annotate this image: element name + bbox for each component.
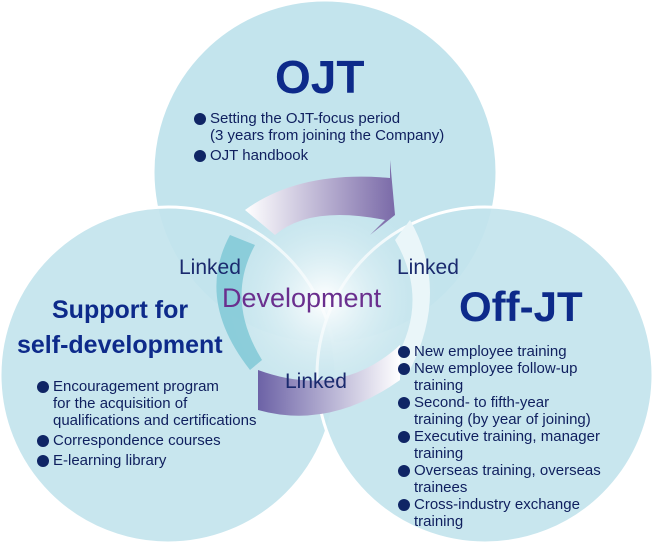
list-item: New employee follow-up (397, 360, 601, 377)
list-item: Overseas training, overseas (397, 462, 601, 479)
list-item: Executive training, manager (397, 428, 601, 445)
list-item: New employee training (397, 343, 601, 360)
list-item-continuation: for the acquisition of (53, 395, 188, 412)
ojt-title: OJT (275, 51, 365, 103)
self-development-title-line1: Support for (52, 296, 189, 324)
list-item-continuation: training (414, 513, 464, 530)
self-development-list: Encouragement program for the acquisitio… (36, 378, 256, 469)
list-item-continuation: training (by year of joining) (414, 411, 591, 428)
list-item-continuation: (3 years from joining the Company) (210, 127, 445, 144)
list-item: Encouragement program (36, 378, 256, 395)
arrow-bottom (258, 345, 400, 416)
self-development-title-line2: self-development (17, 331, 223, 359)
list-item: Cross-industry exchange (397, 496, 601, 513)
arrow-top (245, 160, 395, 235)
list-item: Second- to fifth-year (397, 394, 601, 411)
list-item: OJT handbook (193, 147, 444, 164)
list-item-continuation: training (414, 445, 464, 462)
list-item: Setting the OJT-focus period (193, 110, 444, 127)
linked-label-bottom: Linked (285, 370, 347, 393)
list-item-continuation: training (414, 377, 464, 394)
linked-label-left: Linked (179, 256, 241, 279)
off-jt-list: New employee training New employee follo… (397, 343, 601, 530)
list-item-continuation: trainees (414, 479, 468, 496)
list-item: Correspondence courses (36, 432, 256, 449)
list-item-continuation: qualifications and certifications (53, 412, 257, 429)
off-jt-title: Off-JT (459, 283, 583, 330)
arrow-left (216, 235, 262, 370)
ojt-list: Setting the OJT-focus period (3 years fr… (193, 110, 444, 164)
development-label: Development (222, 283, 382, 313)
arrow-right (395, 220, 430, 370)
list-item: E-learning library (36, 452, 256, 469)
linked-label-right: Linked (397, 256, 459, 279)
